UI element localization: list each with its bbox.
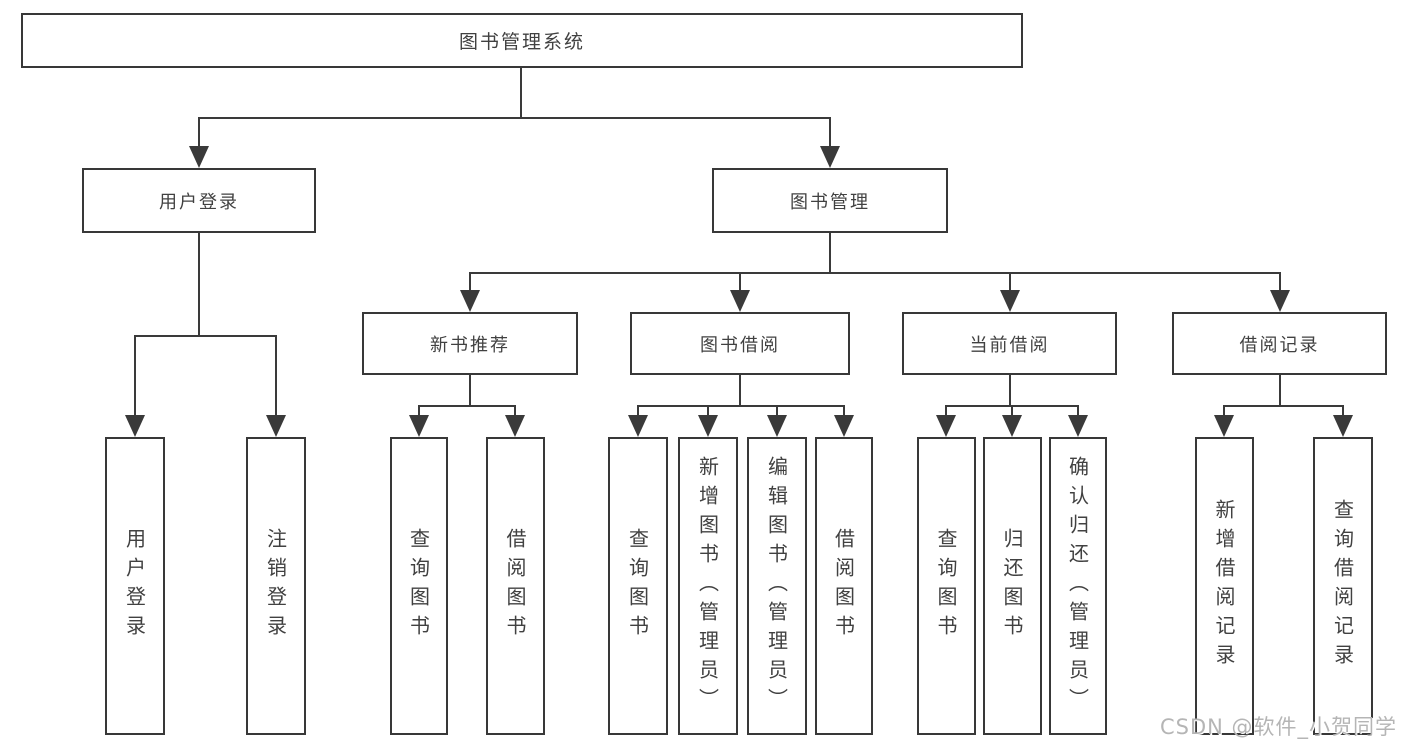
arrowhead-icon bbox=[1270, 290, 1290, 312]
arrowhead-icon bbox=[189, 146, 209, 168]
connector-drop-current-borrow bbox=[1009, 272, 1011, 292]
node-book-mgmt-branch: 图书管理 bbox=[712, 168, 948, 233]
leaf-query-book-1: 查询图书 bbox=[390, 437, 448, 735]
leaf-confirm-return: 确认归还（管理员） bbox=[1049, 437, 1107, 735]
connector-root-bar bbox=[198, 117, 831, 119]
connector-drop-book-borrow bbox=[739, 272, 741, 292]
node-borrow-records: 借阅记录 bbox=[1172, 312, 1387, 375]
connector-book-mgmt-bar bbox=[469, 272, 1281, 274]
arrowhead-icon bbox=[936, 415, 956, 437]
node-book-borrow: 图书借阅 bbox=[630, 312, 850, 375]
arrowhead-icon bbox=[1333, 415, 1353, 437]
arrowhead-icon bbox=[505, 415, 525, 437]
connector-new-book-rec-bar bbox=[418, 405, 516, 407]
arrowhead-icon bbox=[460, 290, 480, 312]
arrowhead-icon bbox=[834, 415, 854, 437]
arrowhead-icon bbox=[767, 415, 787, 437]
arrowhead-icon bbox=[266, 415, 286, 437]
connector-drop-new-book-rec bbox=[469, 272, 471, 292]
arrowhead-icon bbox=[1068, 415, 1088, 437]
connector-drop bbox=[945, 405, 947, 417]
leaf-add-book: 新增图书（管理员） bbox=[678, 437, 738, 735]
node-current-borrow: 当前借阅 bbox=[902, 312, 1117, 375]
node-user-login-branch: 用户登录 bbox=[82, 168, 316, 233]
connector-user-login-bar bbox=[134, 335, 277, 337]
connector-drop-borrow-records bbox=[1279, 272, 1281, 292]
connector-book-mgmt-stem bbox=[829, 233, 831, 274]
connector-drop-book-mgmt bbox=[829, 117, 831, 148]
connector-drop bbox=[776, 405, 778, 417]
connector-current-borrow-stem bbox=[1009, 375, 1011, 406]
arrowhead-icon bbox=[1000, 290, 1020, 312]
connector-user-login-stem bbox=[198, 233, 200, 337]
connector-drop bbox=[1342, 405, 1344, 417]
connector-drop bbox=[418, 405, 420, 417]
leaf-query-book-3: 查询图书 bbox=[917, 437, 976, 735]
node-new-book-rec: 新书推荐 bbox=[362, 312, 578, 375]
connector-drop-leaf-user-login bbox=[134, 335, 136, 417]
leaf-add-record: 新增借阅记录 bbox=[1195, 437, 1254, 735]
connector-drop bbox=[1077, 405, 1079, 417]
connector-new-book-rec-stem bbox=[469, 375, 471, 406]
connector-root-stem bbox=[520, 68, 522, 118]
leaf-logout: 注销登录 bbox=[246, 437, 306, 735]
arrowhead-icon bbox=[125, 415, 145, 437]
connector-book-borrow-stem bbox=[739, 375, 741, 406]
connector-drop bbox=[707, 405, 709, 417]
arrowhead-icon bbox=[698, 415, 718, 437]
csdn-watermark: CSDN @软件_小贺同学 bbox=[1160, 715, 1398, 739]
arrowhead-icon bbox=[1214, 415, 1234, 437]
leaf-query-book-2: 查询图书 bbox=[608, 437, 668, 735]
leaf-borrow-book-2: 借阅图书 bbox=[815, 437, 873, 735]
arrowhead-icon bbox=[409, 415, 429, 437]
connector-borrow-records-bar bbox=[1223, 405, 1343, 407]
connector-drop-user-login bbox=[198, 117, 200, 148]
arrowhead-icon bbox=[820, 146, 840, 168]
leaf-edit-book: 编辑图书（管理员） bbox=[747, 437, 807, 735]
connector-drop bbox=[514, 405, 516, 417]
connector-drop bbox=[843, 405, 845, 417]
arrowhead-icon bbox=[1002, 415, 1022, 437]
leaf-user-login: 用户登录 bbox=[105, 437, 165, 735]
leaf-return-book: 归还图书 bbox=[983, 437, 1042, 735]
leaf-query-record: 查询借阅记录 bbox=[1313, 437, 1373, 735]
connector-drop bbox=[1223, 405, 1225, 417]
connector-book-borrow-bar bbox=[637, 405, 845, 407]
connector-drop bbox=[637, 405, 639, 417]
arrowhead-icon bbox=[730, 290, 750, 312]
connector-drop bbox=[1011, 405, 1013, 417]
node-root: 图书管理系统 bbox=[21, 13, 1023, 68]
connector-drop-leaf-logout bbox=[275, 335, 277, 417]
arrowhead-icon bbox=[628, 415, 648, 437]
connector-borrow-records-stem bbox=[1279, 375, 1281, 406]
leaf-borrow-book-1: 借阅图书 bbox=[486, 437, 545, 735]
